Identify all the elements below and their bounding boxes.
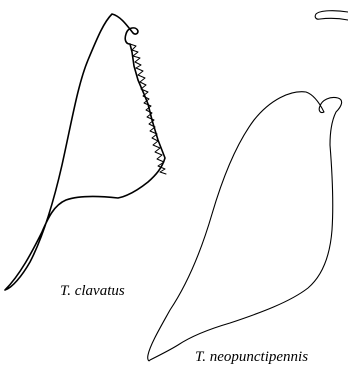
clavatus-outline (5, 14, 166, 290)
neopunctipennis-outline (148, 11, 348, 361)
species-label-clavatus: T. clavatus (60, 284, 125, 299)
species-label-neopunctipennis: T. neopunctipennis (195, 350, 308, 365)
